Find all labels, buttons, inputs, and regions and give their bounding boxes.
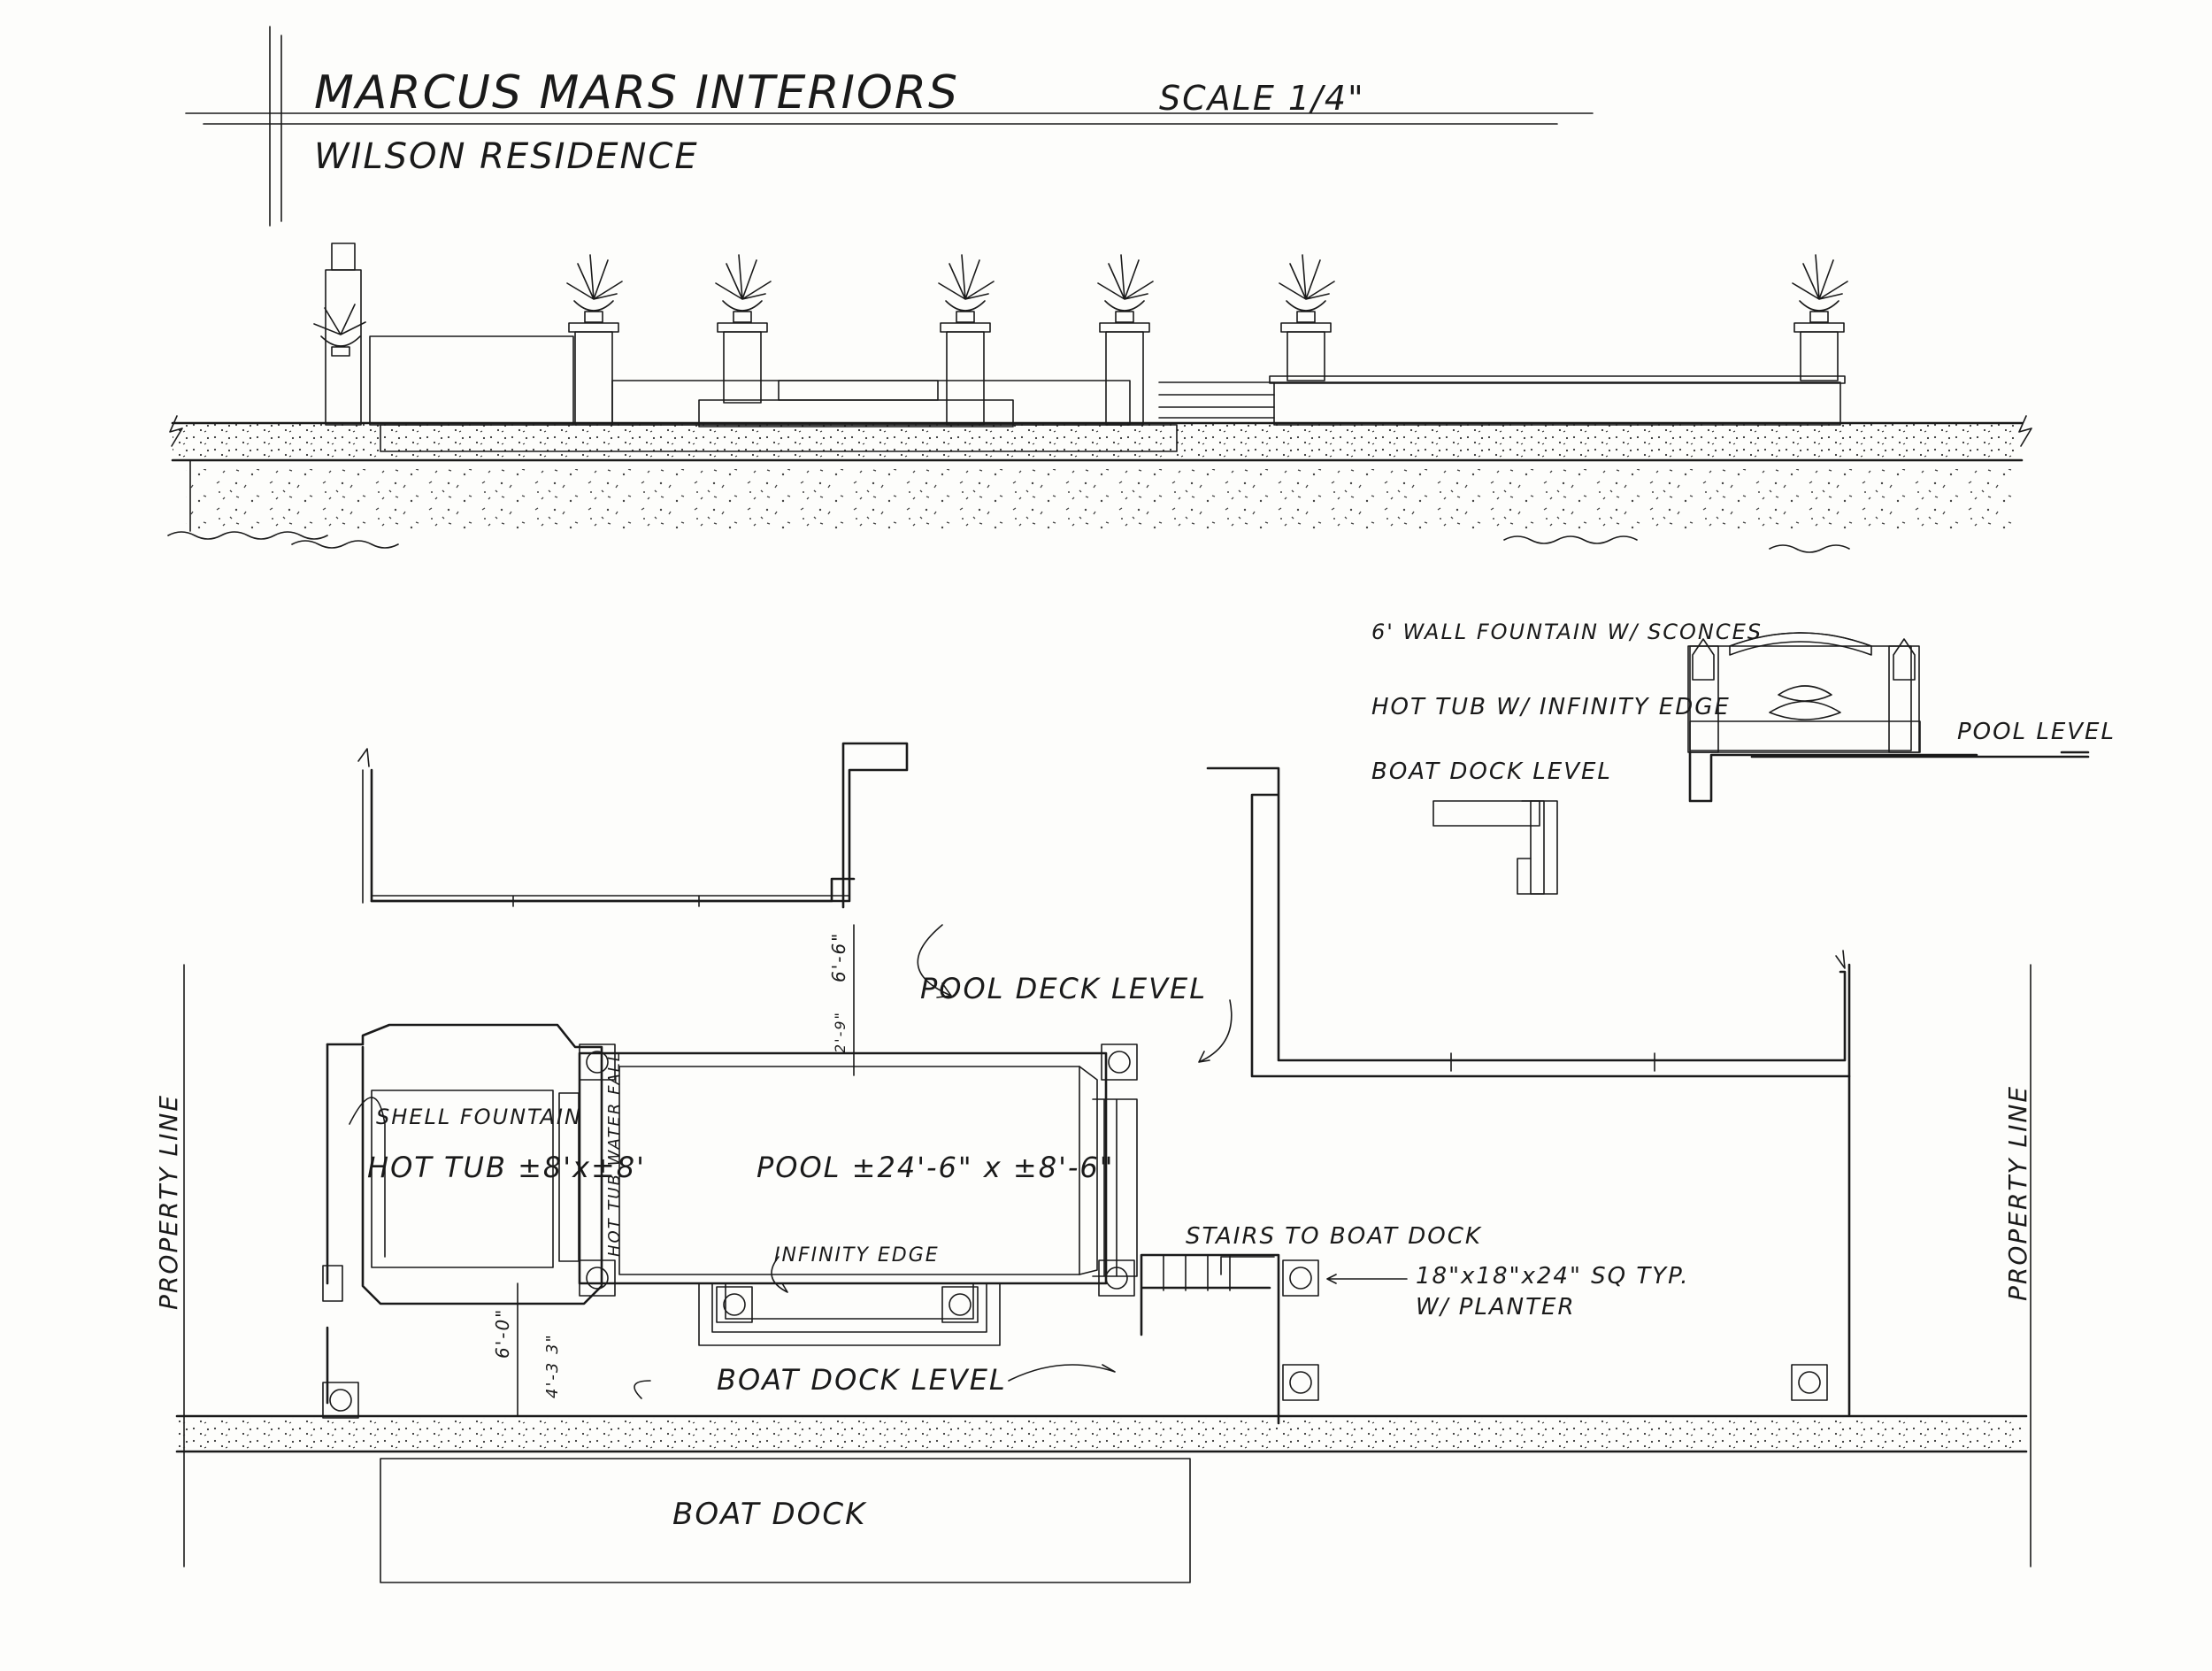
property-line-left: PROPERTY LINE [154, 1094, 183, 1310]
shell-fountain-label: SHELL FOUNTAIN [376, 1105, 582, 1129]
dim-6-0: 6'-0" [492, 1308, 513, 1359]
stairs-label: STAIRS TO BOAT DOCK [1186, 1223, 1482, 1250]
column-note-2: W/ PLANTER [1416, 1294, 1576, 1321]
planter-urns [313, 254, 1848, 357]
plan-boat-dock-level-label: BOAT DOCK LEVEL [717, 1363, 1007, 1397]
dim-2-9: 2'-9" [832, 1011, 849, 1053]
infinity-edge-label: INFINITY EDGE [774, 1244, 940, 1267]
property-line-right: PROPERTY LINE [2003, 1085, 2032, 1301]
elevation-view [167, 243, 2032, 553]
column-note-1: 18"x18"x24" SQ TYP. [1416, 1263, 1690, 1290]
boat-dock-label: BOAT DOCK [672, 1497, 867, 1532]
pool-level-label: POOL LEVEL [1957, 719, 2116, 745]
scale-label: SCALE 1/4" [1159, 79, 1365, 118]
hot-tub-waterfall-label: HOT TUB WATER FALL [605, 1051, 624, 1257]
detail-boat-dock-level-label: BOAT DOCK LEVEL [1371, 758, 1612, 785]
dim-4-3-3: 4'-3 3" [543, 1333, 562, 1398]
dim-6-6: 6'-6" [828, 932, 849, 982]
hot-tub-label: HOT TUB ±8'x±8' [367, 1151, 646, 1184]
title-block: MARCUS MARS INTERIORS SCALE 1/4" WILSON … [185, 26, 1594, 227]
plan-columns [322, 1043, 1828, 1419]
hot-tub-infinity-label: HOT TUB W/ INFINITY EDGE [1371, 694, 1731, 720]
plan-view: PROPERTY LINE PROPERTY LINE [154, 742, 2032, 1583]
wall-fountain-detail: 6' WALL FOUNTAIN W/ SCONCES HOT TUB W/ I… [1371, 620, 2116, 895]
firm-name: MARCUS MARS INTERIORS [314, 66, 959, 119]
pool-deck-level-label: POOL DECK LEVEL [920, 972, 1207, 1005]
pool-label: POOL ±24'-6" x ±8'-6" [757, 1151, 1115, 1184]
project-name: WILSON RESIDENCE [314, 136, 699, 177]
wall-fountain-label: 6' WALL FOUNTAIN W/ SCONCES [1371, 620, 1763, 644]
